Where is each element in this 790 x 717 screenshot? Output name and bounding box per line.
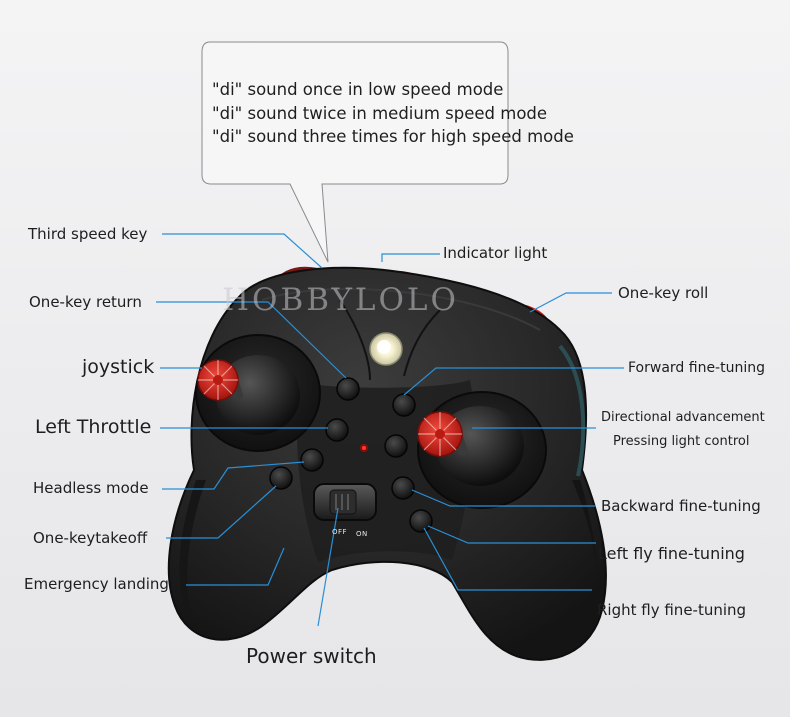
leader-third-speed-key [162,233,323,269]
label-power-switch: Power switch [246,644,377,668]
button-headless-mode [300,448,324,472]
bubble-line-high: "di" sound three times for high speed mo… [212,127,574,146]
label-emergency-landing: Emergency landing [24,575,169,593]
joystick-cap-right [417,411,463,457]
label-one-key-roll: One-key roll [618,284,709,302]
leader-one-key-takeoff [166,485,277,539]
leader-emergency-landing [186,547,285,586]
leader-backward-fine-tuning [411,489,596,507]
switch-off-mark: OFF [332,528,348,536]
label-joystick: joystick [82,356,155,378]
leader-one-key-roll [529,292,612,313]
leader-one-key-return [156,301,347,379]
leader-left-fly-fine-tuning [427,525,596,544]
label-backward-fine-tuning: Backward fine-tuning [601,497,761,515]
switch-on-mark: ON [356,530,368,538]
label-left-fly-fine-tuning: Left fly fine-tuning [598,544,745,563]
leader-forward-fine-tuning [403,367,624,396]
button-left-throttle [325,418,349,442]
label-third-speed-key: Third speed key [28,225,148,243]
bubble-line-low: "di" sound once in low speed mode [212,80,504,99]
label-right-fly-fine-tuning: Right fly fine-tuning [597,601,747,619]
speed-mode-description: "di" sound once in low speed mode "di" s… [212,78,574,149]
label-indicator-light: Indicator light [443,244,548,262]
joystick-cap-left [197,359,239,401]
button-left-fly-fine-tuning [409,509,433,533]
leader-headless-mode [162,461,305,490]
label-directional-advancement: Directional advancement [601,410,765,425]
face-buttons [269,377,433,533]
bubble-line-medium: "di" sound twice in medium speed mode [212,103,548,123]
leader-indicator-light [381,253,440,262]
label-pressing-light-control: Pressing light control [613,434,750,449]
watermark: HOBBYLOLO [222,282,459,318]
button-emergency-landing [269,466,293,490]
leader-right-fly-fine-tuning [423,527,592,591]
label-headless-mode: Headless mode [33,479,149,497]
button-forward-fine-tuning [392,393,416,417]
label-one-key-return: One-key return [29,293,142,311]
speech-bubble [201,41,509,263]
label-one-key-takeoff: One-keytakeoff [33,529,148,547]
controller-body [167,266,607,661]
button-directional [384,434,408,458]
leader-power-switch [317,507,339,627]
leader-lines [156,233,624,627]
label-left-throttle: Left Throttle [35,416,152,438]
button-one-key-return [336,377,360,401]
button-backward-fine-tuning [391,476,415,500]
label-forward-fine-tuning: Forward fine-tuning [628,360,765,376]
